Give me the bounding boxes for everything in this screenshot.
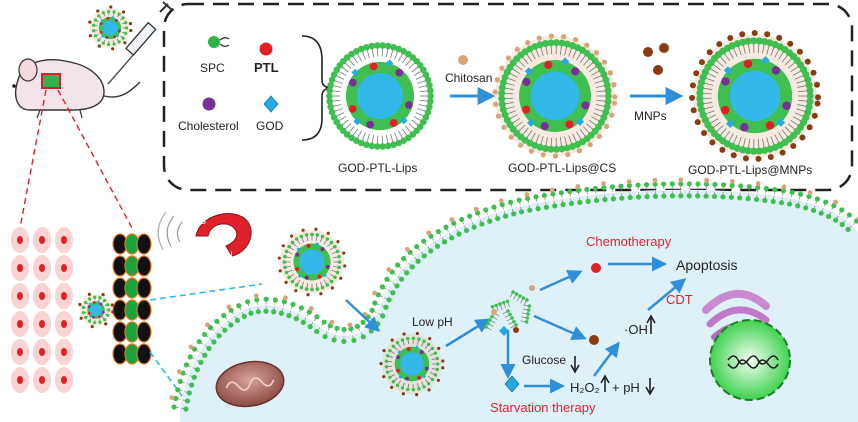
mitochondrion-icon — [215, 360, 285, 408]
liposome-god-ptl-lips-cs — [492, 33, 618, 159]
tumor-tissue — [11, 227, 152, 393]
chitosan-particle — [458, 55, 468, 65]
label-mnps: MNPs — [634, 109, 667, 123]
legend: SPC PTL Cholesterol GOD — [178, 35, 333, 141]
label-cdt: CDT — [666, 292, 693, 307]
liposome-mini-top — [88, 5, 133, 51]
svg-text:S: S — [200, 216, 206, 226]
spc-icon — [208, 36, 220, 48]
label-chitosan: Chitosan — [445, 71, 492, 85]
label-hydroxyl: ·OH — [624, 322, 648, 337]
legend-cholesterol-label: Cholesterol — [178, 119, 239, 133]
god-icon — [263, 95, 279, 113]
arrow-release — [445, 318, 491, 348]
zoom-line-left — [19, 89, 47, 229]
cell-body — [180, 189, 858, 422]
label-god-ptl-lips: GOD-PTL-Lips — [338, 161, 417, 175]
legend-god-label: GOD — [256, 119, 284, 133]
liposome-god-ptl-lips — [326, 42, 434, 150]
legend-ptl-label: PTL — [254, 60, 279, 75]
label-chemotherapy: Chemotherapy — [586, 234, 672, 249]
label-god-ptl-lips-cs: GOD-PTL-Lips@CS — [508, 161, 616, 175]
released-components — [484, 285, 535, 336]
label-god-ptl-lips-mnps: GOD-PTL-Lips@MNPs — [688, 163, 812, 177]
label-h2o2: H₂O₂ — [570, 380, 600, 395]
svg-text:N: N — [226, 250, 233, 260]
legend-brace — [301, 35, 333, 141]
legend-spc-label: SPC — [200, 61, 225, 75]
label-low-ph: Low pH — [412, 315, 453, 329]
cell-membrane — [169, 177, 858, 412]
liposome-endocytosed — [379, 331, 445, 397]
ptl-released — [591, 263, 601, 273]
zoom-line-cell-top — [149, 283, 263, 301]
liposome-in-tissue — [78, 292, 115, 329]
syringe-icon — [107, 1, 173, 85]
arrow-endocytosis — [345, 299, 381, 333]
label-ph-change: + pH — [612, 380, 640, 395]
arrow-h2o2-oh — [593, 341, 620, 377]
arrow-oh-apoptosis — [647, 278, 687, 311]
mouse-icon — [12, 58, 141, 119]
label-starvation-therapy: Starvation therapy — [490, 400, 596, 415]
label-glucose: Glucose — [522, 353, 566, 367]
ptl-icon — [259, 42, 273, 56]
god-released — [504, 375, 520, 393]
liposome-god-ptl-lips-mnps — [689, 30, 821, 162]
arrow-to-fe — [533, 314, 587, 341]
nucleus-icon — [709, 319, 791, 401]
cholesterol-icon — [202, 97, 216, 111]
mnp-particles — [643, 43, 669, 75]
liposome-approaching-cell — [277, 227, 347, 297]
label-apoptosis: Apoptosis — [676, 257, 737, 273]
mnp-released — [589, 335, 599, 345]
arrow-to-ptl — [539, 270, 583, 292]
zoom-line-right — [57, 89, 133, 229]
magnet-icon: S N — [157, 211, 252, 260]
